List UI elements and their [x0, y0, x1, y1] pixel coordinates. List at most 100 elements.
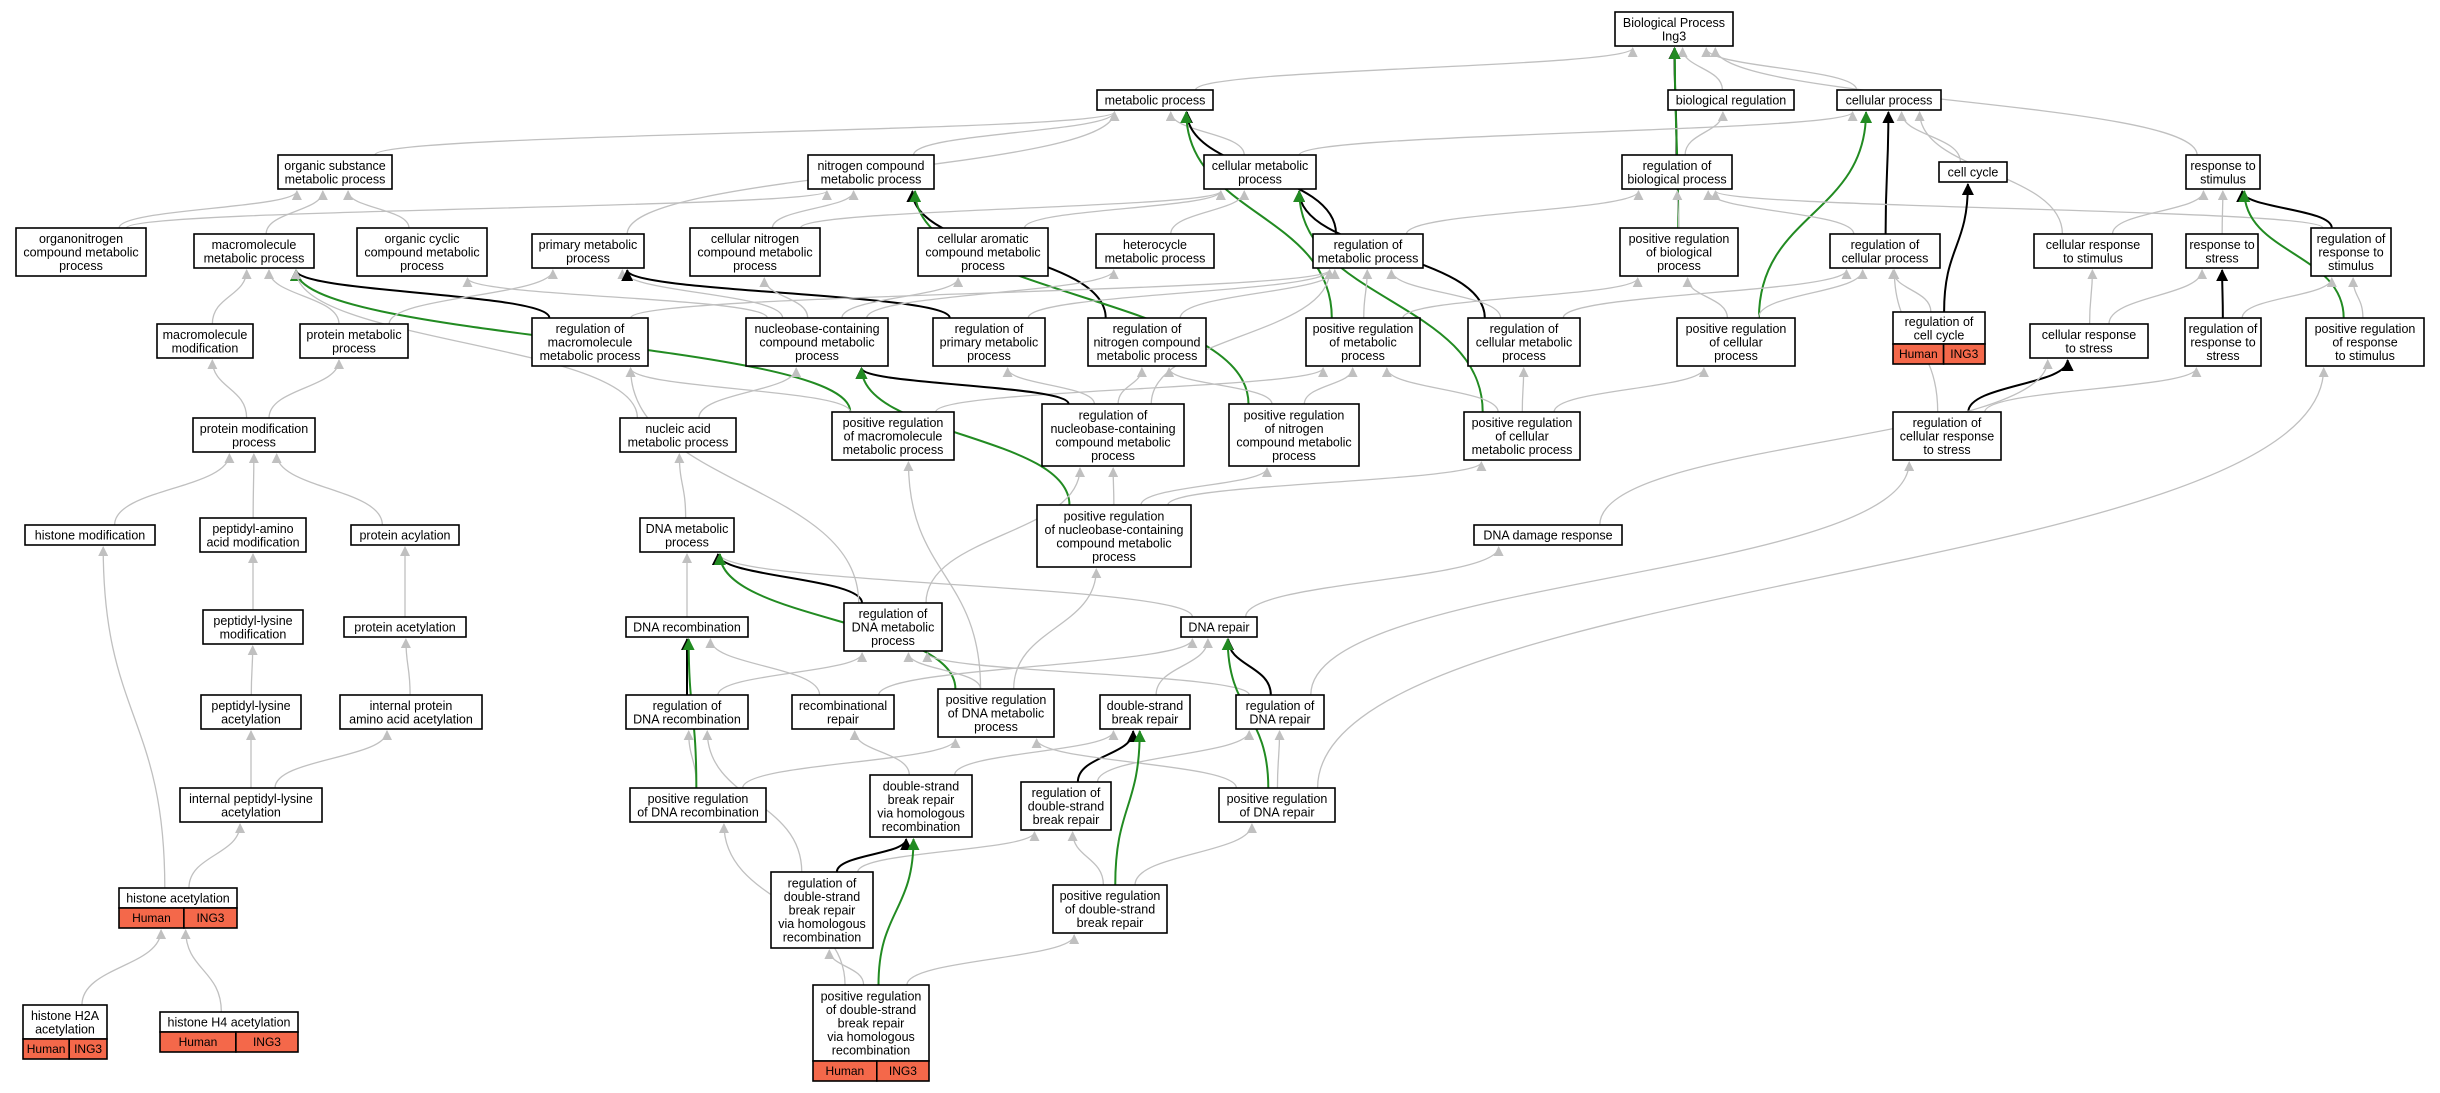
- node-label-line: regulation of: [955, 322, 1024, 336]
- edge-reg_cell_cycle-to-cell_cycle: [1943, 183, 1974, 313]
- node-label-line: stress: [2205, 251, 2238, 265]
- node-label-line: histone acetylation: [126, 892, 230, 906]
- go-term-node-metabolic-process[interactable]: metabolic process: [1096, 89, 1214, 111]
- node-label-line: break repair: [888, 793, 955, 807]
- go-term-node-reg-nucleobase-cmp[interactable]: regulation ofnucleobase-containingcompou…: [1041, 403, 1185, 467]
- edge-reg_primary_mp-to-primary_mp: [621, 269, 951, 319]
- node-box: [1052, 884, 1168, 934]
- edge-reg_dna_repair-to-reg_dna_mp: [922, 652, 1250, 696]
- go-term-node-protein-acetylation[interactable]: protein acetylation: [343, 616, 467, 638]
- go-term-node-dna-recombination[interactable]: DNA recombination: [625, 616, 749, 638]
- node-label-line: Biological Process: [1623, 16, 1725, 30]
- node-box: [202, 609, 304, 645]
- go-term-node-histone-mod[interactable]: histone modification: [24, 524, 156, 546]
- node-label-line: of cellular: [1709, 336, 1763, 350]
- node-box: [1312, 233, 1424, 269]
- node-label-line: cellular metabolic: [1212, 159, 1309, 173]
- go-term-node-protein-acylation[interactable]: protein acylation: [350, 524, 460, 546]
- go-term-node-dna-damage-resp[interactable]: DNA damage response: [1473, 524, 1623, 546]
- edge-protein_mp-to-macromolecule_mp: [264, 269, 340, 325]
- go-term-node-dna-repair[interactable]: DNA repair: [1180, 616, 1258, 638]
- edge-reg_cellular_resp_stress-to-cellular_resp_stress: [1967, 359, 2074, 413]
- go-term-node-cellular-process[interactable]: cellular process: [1836, 89, 1942, 111]
- edge-recombinational_repair-to-dna_repair: [878, 638, 1198, 696]
- node-box: [639, 517, 735, 553]
- node-label-line: nucleobase-containing: [754, 322, 879, 336]
- gene-cell: [68, 1038, 108, 1060]
- edge-response_to_stimulus-to-root: [1710, 47, 2198, 156]
- node-label-line: protein modification: [200, 422, 308, 436]
- node-label-line: positive regulation: [946, 693, 1047, 707]
- edge-pos_reg_nucleobase_cmp-to-pos_reg_nitrogen_cmp: [1140, 467, 1272, 506]
- edge-nucleobase_cmp-to-cellular_nitrogen_cmp: [759, 277, 809, 319]
- go-term-node-cell-cycle[interactable]: cell cycle: [1938, 161, 2008, 183]
- node-label-line: regulation of: [1079, 408, 1148, 422]
- node-label-line: positive regulation: [843, 416, 944, 430]
- edge-cell_cycle-to-cellular_process: [1896, 111, 1962, 163]
- go-term-node-biological-regulation[interactable]: biological regulation: [1667, 89, 1795, 111]
